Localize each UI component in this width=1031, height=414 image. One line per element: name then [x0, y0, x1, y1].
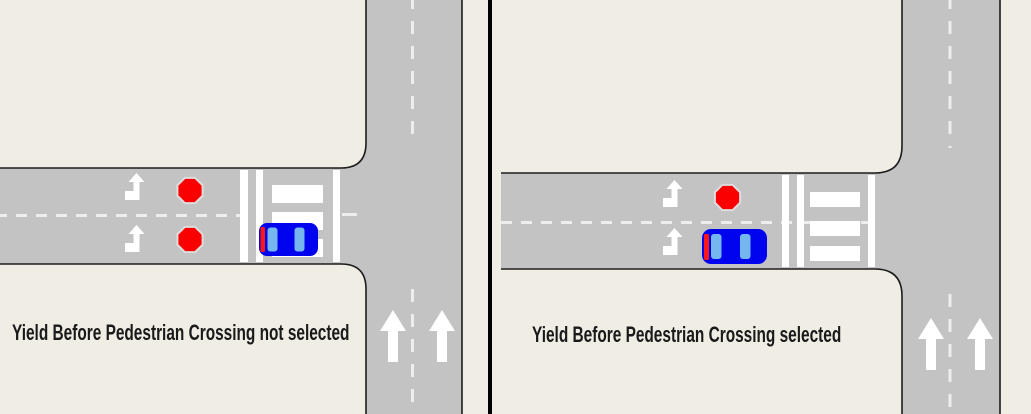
crosswalk-boundary-line: [256, 170, 263, 262]
crosswalk-stripe: [810, 246, 860, 261]
up-arrow-marking: [429, 310, 455, 362]
car-taillight: [260, 227, 265, 252]
stop-sign-icon: [176, 225, 204, 254]
lane-arrow-marking: [125, 225, 145, 252]
panel-not-selected-graphic: [0, 0, 463, 414]
stop-sign-icon: [713, 183, 742, 212]
lane-arrow-marking: [125, 173, 145, 200]
up-arrow-marking: [380, 310, 406, 362]
crosswalk-boundary-line: [868, 175, 875, 267]
vehicle-car: [702, 229, 767, 264]
crosswalk-stripe: [810, 192, 860, 207]
stop-sign-icon: [176, 176, 204, 205]
road-network: [501, 0, 1000, 414]
car-window: [740, 234, 751, 259]
car-taillight: [704, 234, 709, 260]
up-arrow-marking: [967, 318, 993, 370]
panel-divider: [488, 0, 492, 414]
up-arrow-marking: [918, 318, 944, 370]
panel-selected-graphic: [501, 0, 1001, 414]
vehicle-car: [259, 223, 318, 256]
crosswalk-boundary-line: [333, 170, 340, 262]
car-window: [294, 227, 305, 252]
car-window: [711, 234, 722, 259]
stop-line-marking: [782, 175, 789, 267]
crosswalk-stripe: [272, 185, 323, 203]
lane-arrow-marking: [663, 180, 683, 207]
car-window: [267, 227, 278, 252]
lane-arrow-marking: [663, 228, 683, 255]
caption-not-selected: Yield Before Pedestrian Crossing not sel…: [12, 320, 350, 345]
crosswalk-boundary-line: [797, 175, 804, 267]
crosswalk-stripe: [810, 221, 860, 236]
stop-line-marking: [240, 170, 248, 262]
road-edge-line: [501, 0, 1001, 414]
caption-selected: Yield Before Pedestrian Crossing selecte…: [532, 322, 842, 347]
road-network: [0, 0, 463, 414]
